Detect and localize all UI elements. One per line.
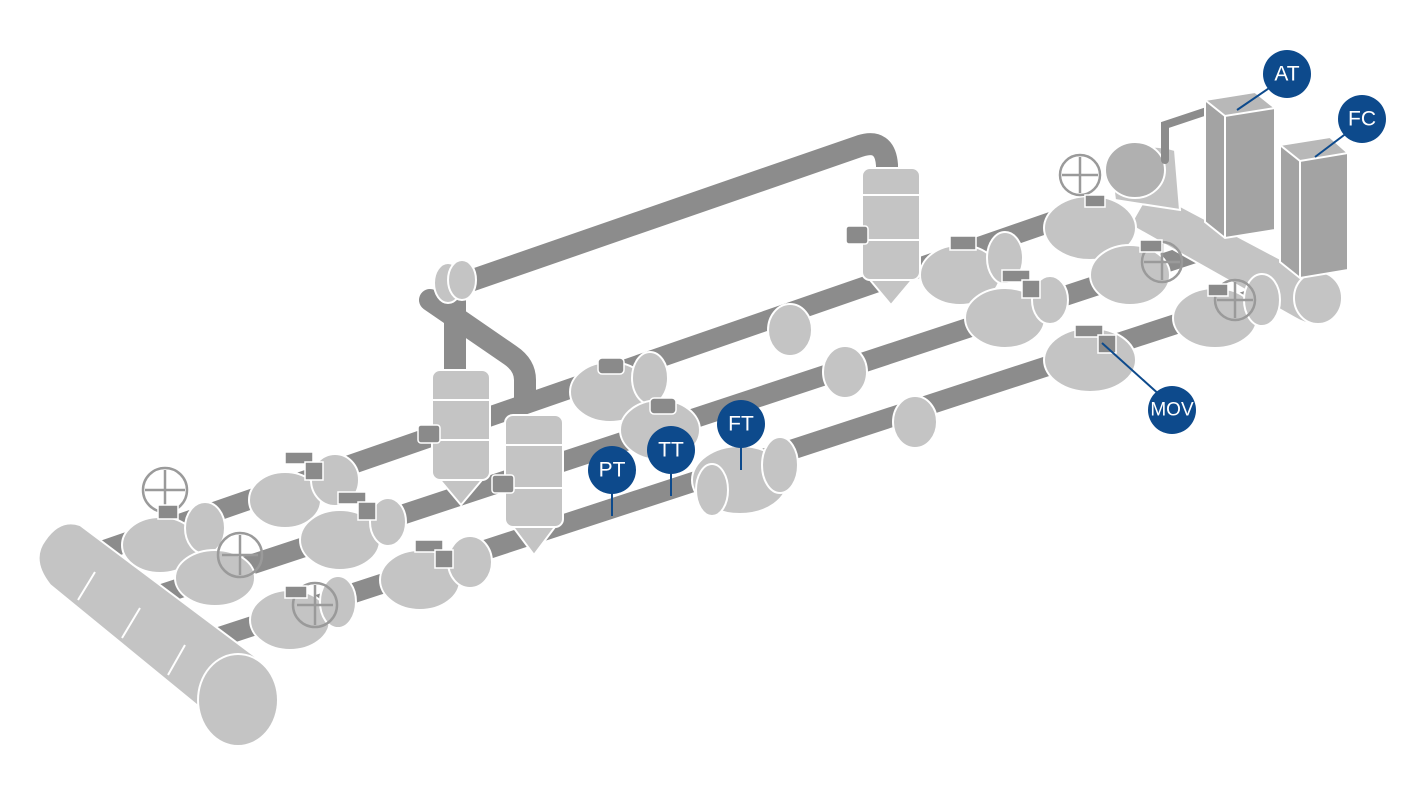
actuator-icon [1074,324,1117,354]
tag-label-pt: PT [599,459,626,482]
tag-label-mov: MOV [1150,400,1194,421]
flow-meter-body-icon [691,436,799,517]
handwheel-icon [284,581,339,629]
tag-ft[interactable]: FT [717,400,765,470]
analyzer-cabinet-icon [1202,90,1278,240]
actuator-icon [284,451,324,481]
tag-mov[interactable]: MOV [1101,342,1196,434]
outlet-header [1104,106,1343,325]
tag-label-tt: TT [658,439,684,462]
front-run-fittings [249,273,1281,651]
handwheel-icon [1207,278,1257,322]
tag-label-fc: FC [1348,108,1376,131]
bypass-loop [419,133,898,411]
middle-run-fittings [174,239,1184,607]
handwheel-icon [216,531,264,579]
tag-label-at: AT [1274,63,1299,86]
tag-tt[interactable]: TT [647,426,695,496]
tag-fc[interactable]: FC [1314,95,1386,158]
bypass-flange-icon [433,259,477,304]
header-icon [37,522,279,747]
flow-computer-cabinet-icon [1277,135,1351,280]
strainer-icon [491,414,564,557]
strainer-icon [417,369,491,507]
actuator-icon [1001,269,1041,299]
tag-at[interactable]: AT [1236,50,1311,111]
strainer-icon [845,167,921,307]
valve-icon [121,501,226,574]
tag-pt[interactable]: PT [588,446,636,516]
tag-label-ft: FT [728,413,754,436]
actuator-icon [337,491,377,521]
handwheel-icon [1139,239,1184,284]
handwheel-icon [1058,153,1106,208]
handwheel-icon [141,466,189,520]
actuator-icon [414,539,454,569]
